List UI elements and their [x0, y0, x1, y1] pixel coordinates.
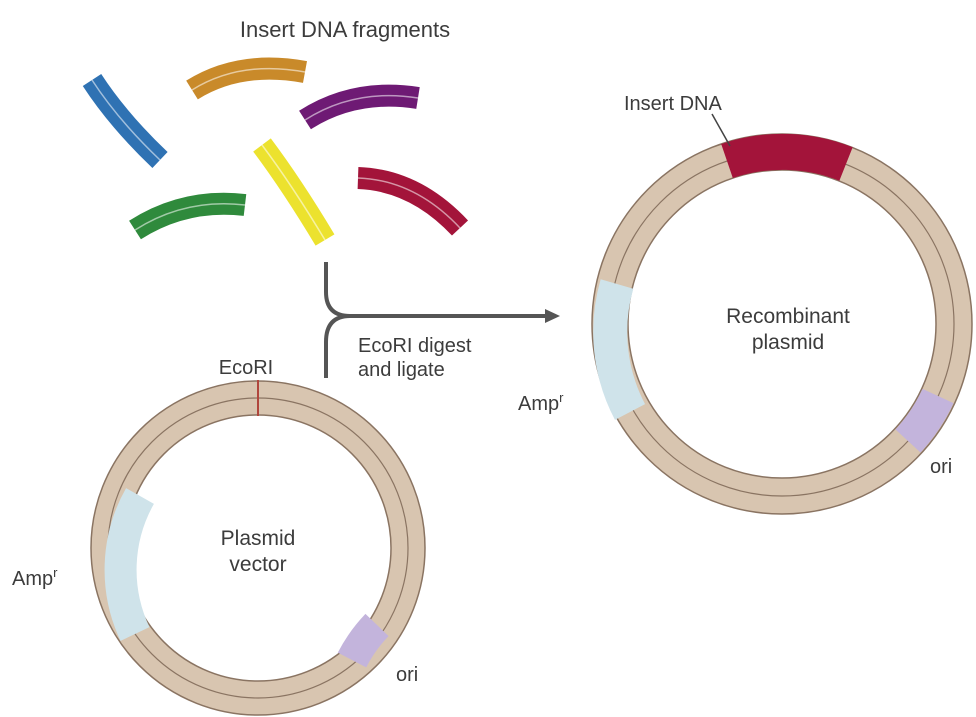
- dna-fragments: [92, 69, 460, 240]
- arrow-bottom-branch: [326, 316, 350, 378]
- fragment-blue: [92, 80, 160, 160]
- vector-amp-region: [121, 496, 140, 634]
- vector-label-line2: vector: [229, 553, 286, 576]
- insert-pointer: [712, 114, 730, 146]
- ecori-label: EcoRI: [219, 357, 273, 379]
- fragment-red: [358, 178, 460, 228]
- amp-left-label: Ampr: [12, 565, 58, 590]
- recombinant-label-line1: Recombinant: [726, 305, 850, 328]
- recombinant-insert-region: [727, 152, 846, 164]
- amp-right-superscript: r: [559, 390, 564, 405]
- vector-ori-region: [352, 625, 377, 660]
- recombinant-ori-region: [908, 396, 938, 441]
- arrowhead: [545, 309, 560, 323]
- ori-right-label: ori: [930, 456, 952, 478]
- amp-left-superscript: r: [53, 565, 58, 580]
- fragment-purple: [305, 96, 418, 120]
- fragment-orange: [192, 69, 305, 90]
- recombinant-amp-region: [610, 284, 630, 412]
- arrow-top-branch: [326, 262, 545, 316]
- fragments-title: Insert DNA fragments: [240, 17, 450, 42]
- step-label-line1: EcoRI digest: [358, 335, 472, 357]
- amp-right-label: Ampr: [518, 390, 564, 415]
- vector-label-line1: Plasmid: [221, 527, 296, 550]
- insert-dna-label: Insert DNA: [624, 93, 722, 115]
- recombinant-label-line2: plasmid: [752, 331, 824, 354]
- ori-left-label: ori: [396, 664, 418, 686]
- step-label-line2: and ligate: [358, 359, 445, 381]
